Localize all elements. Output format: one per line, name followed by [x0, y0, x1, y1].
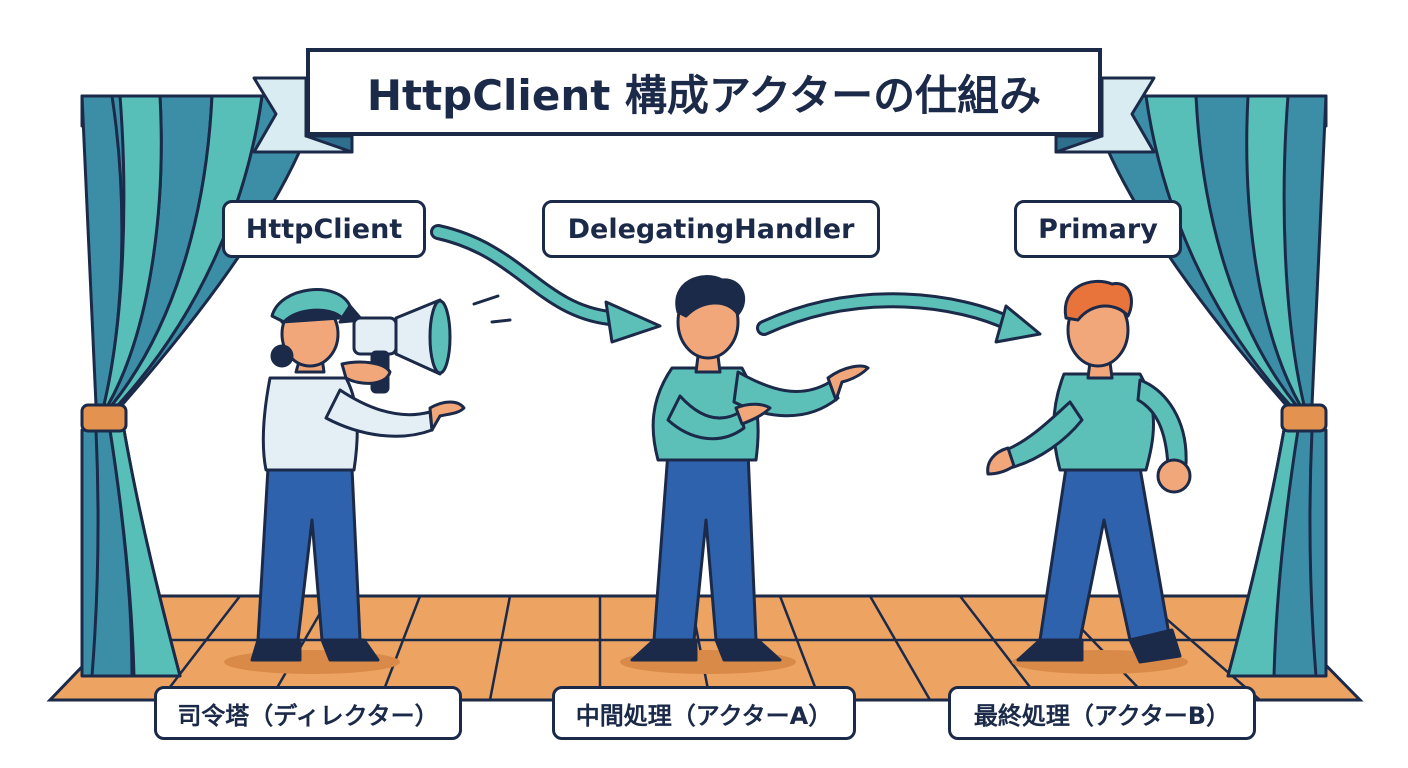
title-ribbon — [252, 76, 1156, 154]
arrowhead-b — [994, 304, 1042, 344]
director-figure — [250, 288, 466, 662]
role-label-httpclient: HttpClient — [222, 200, 426, 258]
stage-floor — [46, 594, 1364, 702]
arrowhead-a — [604, 300, 662, 344]
caption-actor-a: 中間処理（アクターA） — [552, 686, 856, 740]
role-label-delegatinghandler: DelegatingHandler — [542, 200, 880, 258]
caption-actor-b: 最終処理（アクターB） — [948, 686, 1256, 740]
role-label-primary: Primary — [1014, 200, 1182, 258]
actor-b-figure — [986, 279, 1192, 664]
flow-arrows — [430, 224, 1042, 344]
curtain-left — [80, 94, 324, 678]
caption-director: 司令塔（ディレクター） — [154, 686, 462, 740]
page-title: HttpClient 構成アクターの仕組み — [306, 48, 1102, 136]
actor-a-figure — [630, 275, 870, 662]
curtain-right — [1084, 94, 1328, 678]
